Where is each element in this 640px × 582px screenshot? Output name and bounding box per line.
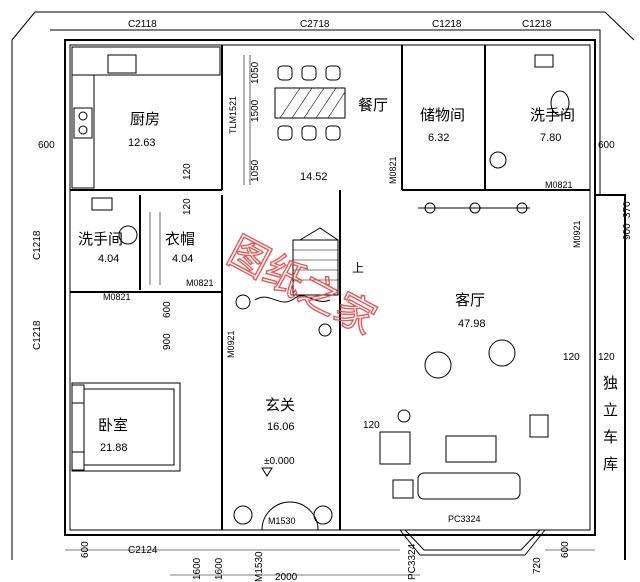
door-garage: M0921	[572, 220, 582, 248]
room-kitchen-area: 12.63	[128, 137, 156, 149]
kitchen-counter-top	[71, 46, 221, 76]
dim-top-4: C1218	[522, 19, 552, 30]
room-storage-area: 6.32	[428, 132, 449, 144]
dim-top-2: C2718	[300, 19, 330, 30]
bed-icon	[71, 382, 181, 472]
basin-icon	[489, 151, 507, 169]
stair-label: 上	[352, 261, 364, 275]
dim-top-3: C1218	[432, 19, 462, 30]
room-living-name: 客厅	[455, 291, 485, 309]
dim-bottom-6: PC3324	[407, 543, 418, 580]
stair-icon	[292, 227, 339, 296]
dim-misc-4: 120	[563, 352, 580, 363]
eaves-line-left	[11, 11, 36, 41]
dim-bottom-4: 1600	[214, 557, 225, 580]
eaves-line	[35, 11, 635, 41]
dim-misc-3: 120	[363, 420, 380, 431]
chair-icon	[277, 65, 341, 141]
dim-left-3: C1218	[32, 320, 43, 350]
dim-bottom-run: 2000	[275, 572, 298, 582]
stove-icon	[73, 107, 93, 139]
room-dining-area: 14.52	[300, 171, 328, 183]
dim-bottom-3: 1600	[192, 557, 203, 580]
dim-bottom-2: C2124	[128, 545, 158, 556]
bay-window	[399, 529, 546, 556]
room-living-area: 47.98	[458, 318, 486, 330]
room-bedroom-name: 卧室	[98, 416, 128, 434]
room-bath-left-name: 洗手间	[78, 230, 123, 248]
dim-right-1: 600	[598, 140, 615, 151]
living-furniture	[379, 339, 549, 500]
dim-bottom-5: M1530	[254, 551, 265, 582]
room-bedroom-area: 21.88	[100, 442, 128, 454]
dim-right-2: 370	[622, 201, 633, 218]
level-marker-icon	[261, 467, 273, 477]
room-closet-area: 4.04	[172, 253, 193, 265]
door-closet: M0821	[186, 278, 214, 288]
toilet-icon	[550, 90, 570, 116]
dim-misc-5: 120	[598, 352, 615, 363]
toilet-icon-left	[118, 225, 138, 245]
bay-window-label: PC3324	[448, 514, 481, 524]
level-label: ±0.000	[264, 456, 295, 467]
dim-dining-2: 1500	[250, 99, 261, 122]
room-garage-char-4: 库	[603, 455, 618, 473]
door-entry: M1530	[268, 516, 296, 526]
watermark: 图纸之家	[220, 228, 383, 344]
room-closet-name: 衣帽	[165, 230, 195, 248]
dim-misc-8: 900	[162, 333, 173, 350]
plant-icon	[233, 294, 333, 525]
room-storage-name: 储物间	[420, 106, 465, 124]
door-foyer: M0921	[226, 330, 236, 358]
door-bath-top: M0821	[545, 180, 573, 190]
room-bath-top-name: 洗手间	[530, 106, 575, 124]
kitchen-counter-side	[71, 74, 95, 189]
room-garage-char-3: 车	[603, 428, 618, 446]
exterior-wall	[64, 39, 596, 536]
dim-misc-6: 900	[622, 223, 633, 240]
room-bath-left-area: 4.04	[98, 253, 119, 265]
sink-icon	[107, 54, 137, 74]
dim-dining-3: 1050	[250, 159, 261, 182]
garage-wall	[595, 194, 626, 560]
dim-top-1: C2118	[128, 19, 157, 30]
closet-rail	[149, 212, 161, 285]
door-bath-left: M0821	[103, 292, 131, 302]
wall-windows	[418, 202, 530, 214]
room-garage-char-1: 独	[603, 374, 618, 392]
dim-bottom-7: 720	[532, 557, 543, 574]
room-foyer-name: 玄关	[265, 396, 295, 414]
dim-bottom-1: 600	[80, 541, 91, 558]
dim-misc-1: 120	[182, 163, 193, 180]
door-storage: M0821	[388, 156, 398, 184]
dim-misc-7: 600	[162, 301, 173, 318]
dim-bottom-8: 600	[560, 541, 571, 558]
dim-left-1: 600	[38, 140, 55, 151]
dining-window-label: TLM1521	[228, 96, 238, 134]
room-dining-name: 餐厅	[358, 96, 388, 114]
dining-table-icon	[274, 87, 346, 119]
dim-misc-2: 120	[182, 198, 193, 215]
room-garage-char-2: 立	[603, 401, 618, 419]
dim-dining-1: 1050	[250, 61, 261, 84]
room-bath-top-area: 7.80	[540, 132, 561, 144]
dining-window	[243, 55, 251, 185]
entry-door-arc	[261, 501, 319, 531]
dim-left-2: C1218	[32, 230, 43, 260]
room-kitchen-name: 厨房	[130, 110, 160, 128]
room-foyer-area: 16.06	[267, 421, 295, 433]
